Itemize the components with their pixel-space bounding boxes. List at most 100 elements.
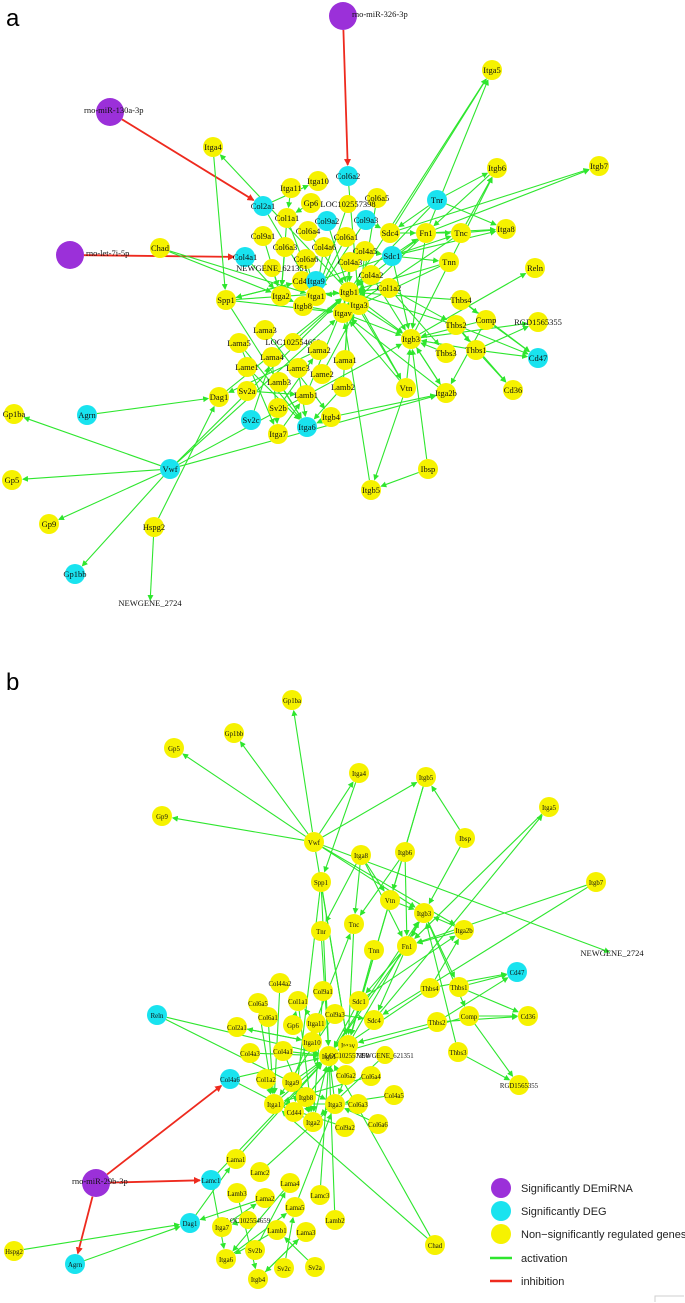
node-circle-tnr	[427, 190, 447, 210]
node-circle-itgb7	[589, 156, 609, 176]
node-gp6: Gp6	[301, 193, 321, 213]
inhibition-edge-rno-mir-130a-3p-to-col2a1	[121, 118, 255, 201]
node-label-itga9: Itga9	[307, 276, 324, 286]
node-label-col4a5: Col4a5	[353, 246, 378, 256]
node-itgb7: Itgb7	[586, 872, 606, 892]
activation-edge-spp1-to-itgav	[235, 300, 334, 315]
node-label-gp6: Gp6	[304, 198, 319, 208]
activation-edge-vtn-to-itgav	[349, 320, 401, 381]
node-itga1: Itga1	[264, 1094, 284, 1114]
node-label-rno-mir-29b-3p: rno-miR-29b-3p	[72, 1176, 128, 1186]
activation-edge-tnr-to-sdc4	[398, 205, 430, 228]
node-label-itga2b: Itga2b	[435, 388, 457, 398]
activation-edge-fn1-to-itgb7	[435, 169, 590, 230]
node-circle-gp1bb	[224, 723, 244, 743]
node-circle-col4a5	[355, 241, 375, 261]
activation-edge-col1a2-to-itga1	[266, 1087, 272, 1095]
node-label-itga4: Itga4	[352, 771, 367, 778]
node-circle-col9a1	[313, 981, 333, 1001]
activation-edge-thbs4-to-itga2b	[434, 938, 459, 980]
legend-item-mirna: Significantly DEmiRNA	[491, 1178, 634, 1198]
node-label-spp1: Spp1	[217, 295, 234, 305]
node-gp1ba: Gp1ba	[3, 404, 26, 424]
node-itga6: Itga6	[216, 1249, 236, 1269]
activation-edge-thbs2-to-itgb1	[358, 293, 447, 323]
node-circle-gp5	[164, 738, 184, 758]
node-itga5: Itga5	[539, 797, 559, 817]
node-circle-col4a6	[314, 237, 334, 257]
activation-edge-col6a2-to-itga3	[337, 1084, 344, 1095]
node-tnn: Tnn	[439, 252, 459, 272]
activation-edge-vwf-to-gp5	[22, 469, 161, 482]
node-lama1: Lama1	[333, 350, 357, 370]
activation-edge-sdc1-to-itga2b	[366, 935, 456, 996]
node-gp9: Gp9	[39, 514, 59, 534]
node-label-fn1: Fn1	[419, 228, 432, 238]
node-circle-ibsp	[455, 828, 475, 848]
activation-edge-lama5-to-itga3	[298, 1113, 332, 1198]
node-circle-itga11	[281, 178, 301, 198]
node-circle-itga3	[325, 1094, 345, 1114]
node-circle-col9a3	[356, 210, 376, 230]
activation-edge-fn1-to-sdc1	[365, 953, 401, 994]
node-label-rno-mir-326-3p: rno-miR-326-3p	[352, 9, 408, 19]
node-circle-vtn	[380, 890, 400, 910]
node-sv2c: Sv2c	[274, 1258, 294, 1278]
activation-edge-newgene-621351-to-itga2	[273, 276, 279, 287]
node-circle-cd44	[284, 1102, 304, 1122]
node-tnn: Tnn	[364, 940, 384, 960]
node-label-tnc: Tnc	[349, 922, 360, 929]
node-label-thbs1: Thbs1	[465, 345, 486, 355]
node-circle-loc102557398	[339, 195, 357, 213]
node-col1a1: Col1a1	[288, 991, 308, 1011]
node-circle-rno-mir-326-3p	[329, 2, 357, 30]
node-itga7: Itga7	[212, 1217, 232, 1237]
node-circle-itgb1	[319, 1046, 339, 1066]
activation-edge-sv2b-to-lama2	[283, 358, 314, 401]
activation-edge-itgb3-to-thbs1	[427, 921, 455, 979]
node-label-col1a2: Col1a2	[377, 283, 402, 293]
node-label-itga8: Itga8	[354, 853, 369, 860]
node-circle-lama4	[280, 1173, 300, 1193]
node-label-lame1: Lame1	[235, 362, 259, 372]
node-label-lamb3: Lamb3	[227, 1191, 247, 1198]
node-label-col4a1: Col4a1	[273, 1049, 293, 1056]
activation-edge-ibsp-to-itgb5	[431, 785, 461, 830]
node-lama3: Lama3	[296, 1222, 316, 1242]
node-thbs2: Thbs2	[427, 1012, 447, 1032]
activation-edge-sv2a-to-lamb1	[284, 1237, 309, 1261]
node-circle-col6a3	[348, 1094, 368, 1114]
node-thbs4: Thbs4	[450, 290, 472, 310]
node-label-itgb6: Itgb6	[398, 850, 413, 857]
node-label-col6a2: Col6a2	[336, 171, 361, 181]
node-circle-reln	[525, 258, 545, 278]
node-thbs4: Thbs4	[420, 978, 440, 998]
node-circle-lame2	[312, 364, 332, 384]
panel-a-nodes: rno-miR-326-3prno-miR-130a-3prno-let-7i-…	[2, 2, 609, 608]
node-circle-cd47	[507, 962, 527, 982]
activation-edge-comp-to-rgd1565355	[474, 1023, 514, 1077]
activation-edge-sdc1-to-itgb3	[393, 265, 411, 330]
node-col9a3: Col9a3	[354, 210, 379, 230]
node-label-col9a3: Col9a3	[354, 215, 379, 225]
node-circle-thbs3	[448, 1042, 468, 1062]
node-spp1: Spp1	[311, 872, 331, 892]
node-label-itgb3: Itgb3	[417, 911, 432, 918]
node-label-col2a1: Col2a1	[251, 201, 276, 211]
node-label-tnc: Tnc	[454, 228, 467, 238]
node-itgb3: Itgb3	[401, 329, 421, 349]
activation-edge-hspg2-to-dag1	[158, 405, 215, 519]
node-gp5: Gp5	[164, 738, 184, 758]
node-circle-lama2	[309, 340, 329, 360]
node-circle-lama3	[296, 1222, 316, 1242]
node-lama1: Lama1	[226, 1149, 246, 1169]
node-circle-fn1	[416, 223, 436, 243]
activation-edge-itga2-to-itgb8	[287, 296, 294, 303]
node-itga4: Itga4	[349, 763, 369, 783]
node-col1a1: Col1a1	[275, 208, 299, 228]
activation-edge-col6a3-to-itga2	[279, 256, 286, 286]
node-circle-itga11	[306, 1013, 326, 1033]
legend-label-activation: activation	[521, 1253, 567, 1265]
node-label-col6a1: Col6a1	[258, 1015, 278, 1022]
node-label-itga5: Itga5	[483, 65, 500, 75]
